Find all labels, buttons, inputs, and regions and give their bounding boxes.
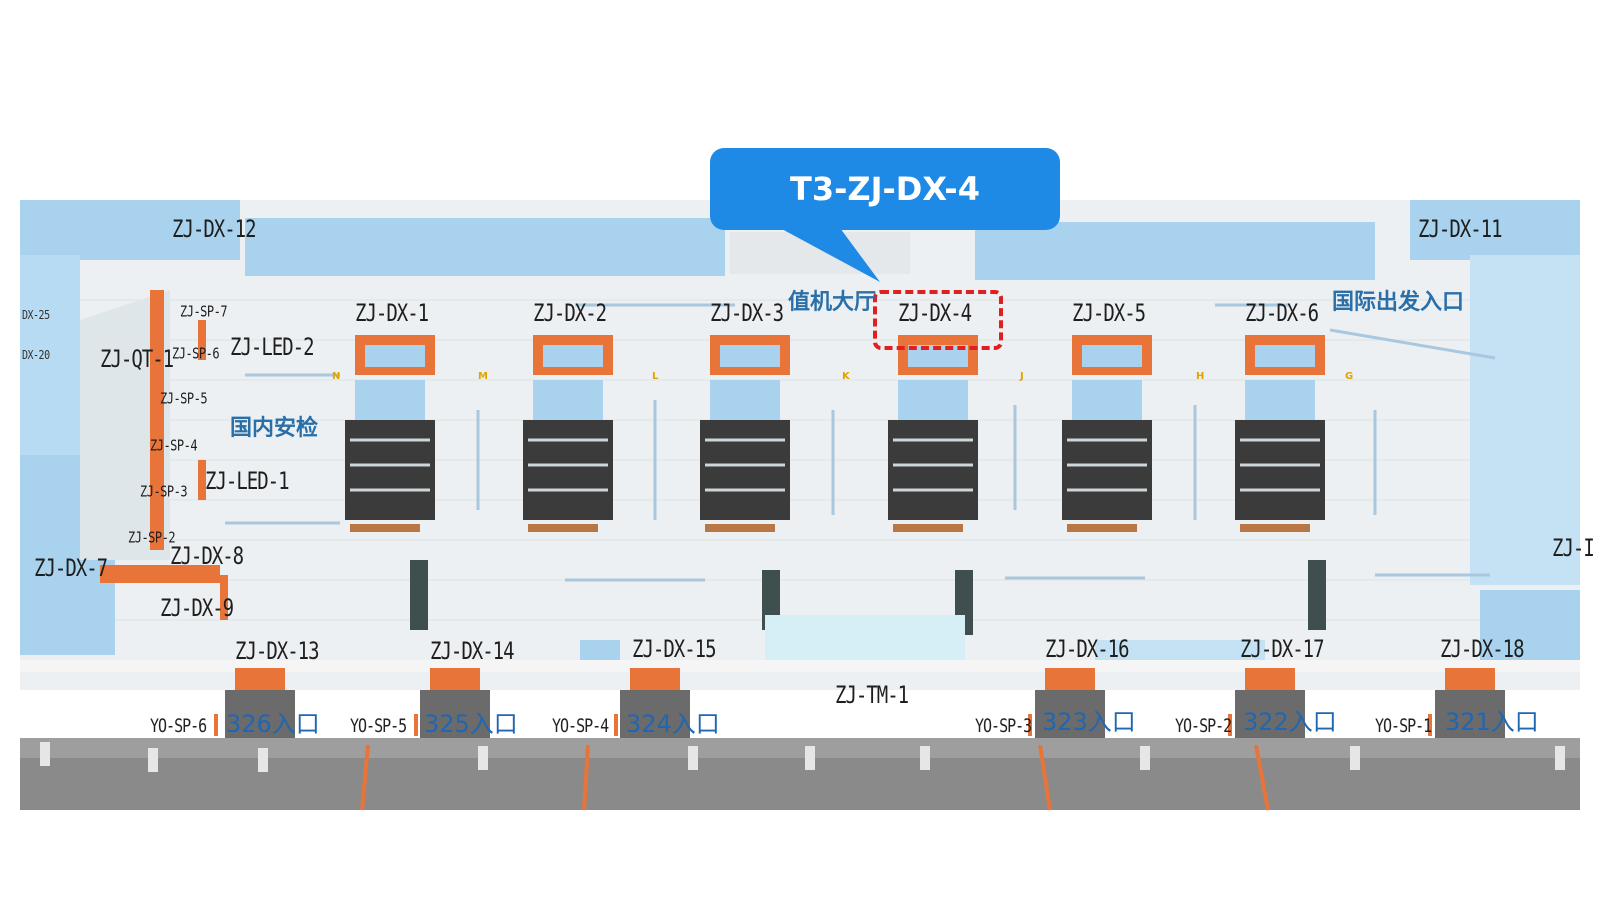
selected-location-highlight [873, 290, 1003, 350]
zone-checkin-hall: 值机大厅 [788, 290, 877, 315]
entrance-name-322: 322入口 [1243, 708, 1337, 736]
curb-wall [20, 738, 1580, 758]
label-zj-tm-1: ZJ-TM-1 [835, 681, 909, 709]
label-zj-sp-3: ZJ-SP-3 [140, 482, 188, 501]
label-zj-dx-7: ZJ-DX-7 [34, 554, 108, 582]
callout-tail [780, 228, 880, 282]
label-zj-led-2: ZJ-LED-2 [230, 333, 315, 361]
label-zj-dx-12: ZJ-DX-12 [172, 215, 257, 243]
left-inner-wall [80, 290, 170, 560]
lane-letter-j: J [1020, 371, 1024, 382]
entrance-code-326: YO-SP-6 [150, 714, 207, 737]
label-zj-dx-1: ZJ-DX-1 [355, 299, 429, 327]
label-zj-dx-13: ZJ-DX-13 [235, 637, 320, 665]
checkin-island-6 [1235, 335, 1325, 532]
label-zj-dx-17: ZJ-DX-17 [1240, 635, 1325, 663]
left-signage-strip-4 [220, 575, 228, 620]
flow-arrows [225, 303, 1496, 582]
label-zj-sp-4: ZJ-SP-4 [150, 436, 198, 455]
glass-barrier [765, 615, 965, 660]
road-orange-poles [360, 744, 1270, 811]
entrance-panels [235, 668, 1495, 690]
zone-intl-departure: 国际出发入口 [1332, 290, 1465, 315]
entrance-name-323: 323入口 [1042, 708, 1136, 736]
lane-letter-n: N [332, 371, 341, 382]
left-signage-strip [150, 290, 164, 550]
label-zj-sp-2: ZJ-SP-2 [128, 528, 176, 547]
label-zj-dx-3: ZJ-DX-3 [710, 299, 784, 327]
lane-letter-h: H [1196, 371, 1205, 382]
front-edge [20, 660, 1580, 672]
label-zj-sp-6: ZJ-SP-6 [172, 344, 220, 363]
entrance-code-323: YO-SP-3 [975, 714, 1032, 737]
left-signage-strip-3 [198, 460, 206, 500]
entrance-code-321: YO-SP-1 [1375, 714, 1432, 737]
label-zj-qt-1: ZJ-QT-1 [100, 345, 174, 373]
label-zj-dx-16: ZJ-DX-16 [1045, 635, 1130, 663]
label-zj-dx-5: ZJ-DX-5 [1072, 299, 1146, 327]
lane-letter-k: K [842, 371, 850, 382]
entrance-name-321: 321入口 [1445, 708, 1539, 736]
entrance-name-326: 326入口 [226, 710, 320, 738]
entrance-name-325: 325入口 [424, 710, 518, 738]
label-zj-dx-18: ZJ-DX-18 [1440, 635, 1525, 663]
entrance-name-324: 324入口 [626, 710, 720, 738]
label-dx-25: DX-25 [22, 308, 50, 323]
entrance-code-325: YO-SP-5 [350, 714, 407, 737]
curb-bollards [40, 742, 1565, 772]
entrance-code-324: YO-SP-4 [552, 714, 609, 737]
callout-text: T3-ZJ-DX-4 [790, 170, 980, 208]
entrance-markers [214, 714, 1432, 736]
checkin-islands [345, 335, 1325, 532]
label-zj-dx-15: ZJ-DX-15 [632, 635, 717, 663]
label-zj-dx-11: ZJ-DX-11 [1418, 215, 1503, 243]
label-zj-dx-9: ZJ-DX-9 [160, 594, 234, 622]
lane-letter-m: M [478, 371, 488, 382]
selected-location-callout: T3-ZJ-DX-4 [710, 148, 1060, 230]
label-zj-dx-4: ZJ-DX-4 [898, 299, 972, 327]
label-zj-led-1: ZJ-LED-1 [205, 467, 290, 495]
label-zj-dx-8: ZJ-DX-8 [170, 542, 244, 570]
label-zj-dx-2: ZJ-DX-2 [533, 299, 607, 327]
left-lower-panel [100, 565, 220, 583]
label-zj-dx-14: ZJ-DX-14 [430, 637, 515, 665]
label-right-edge: ZJ-I [1552, 534, 1595, 562]
left-signage-strip-2 [198, 320, 206, 360]
front-panel-blue-2 [1095, 640, 1265, 662]
road [20, 758, 1580, 810]
label-zj-sp-7: ZJ-SP-7 [180, 302, 228, 321]
label-zj-sp-5: ZJ-SP-5 [160, 389, 208, 408]
entrance-code-322: YO-SP-2 [1175, 714, 1232, 737]
checkin-island-2 [523, 335, 613, 532]
checkin-island-4 [888, 335, 978, 532]
entrance-vestibules [225, 690, 1505, 738]
label-dx-20: DX-20 [22, 348, 50, 363]
zone-domestic-security: 国内安检 [230, 416, 319, 441]
counter-rows [350, 438, 1320, 492]
checkin-island-1 [345, 335, 435, 532]
lane-letter-g: G [1345, 371, 1354, 382]
back-walls [20, 200, 1580, 660]
checkin-island-5 [1062, 335, 1152, 532]
label-zj-dx-6: ZJ-DX-6 [1245, 299, 1319, 327]
checkin-island-3 [700, 335, 790, 532]
lane-letter-l: L [652, 371, 659, 382]
